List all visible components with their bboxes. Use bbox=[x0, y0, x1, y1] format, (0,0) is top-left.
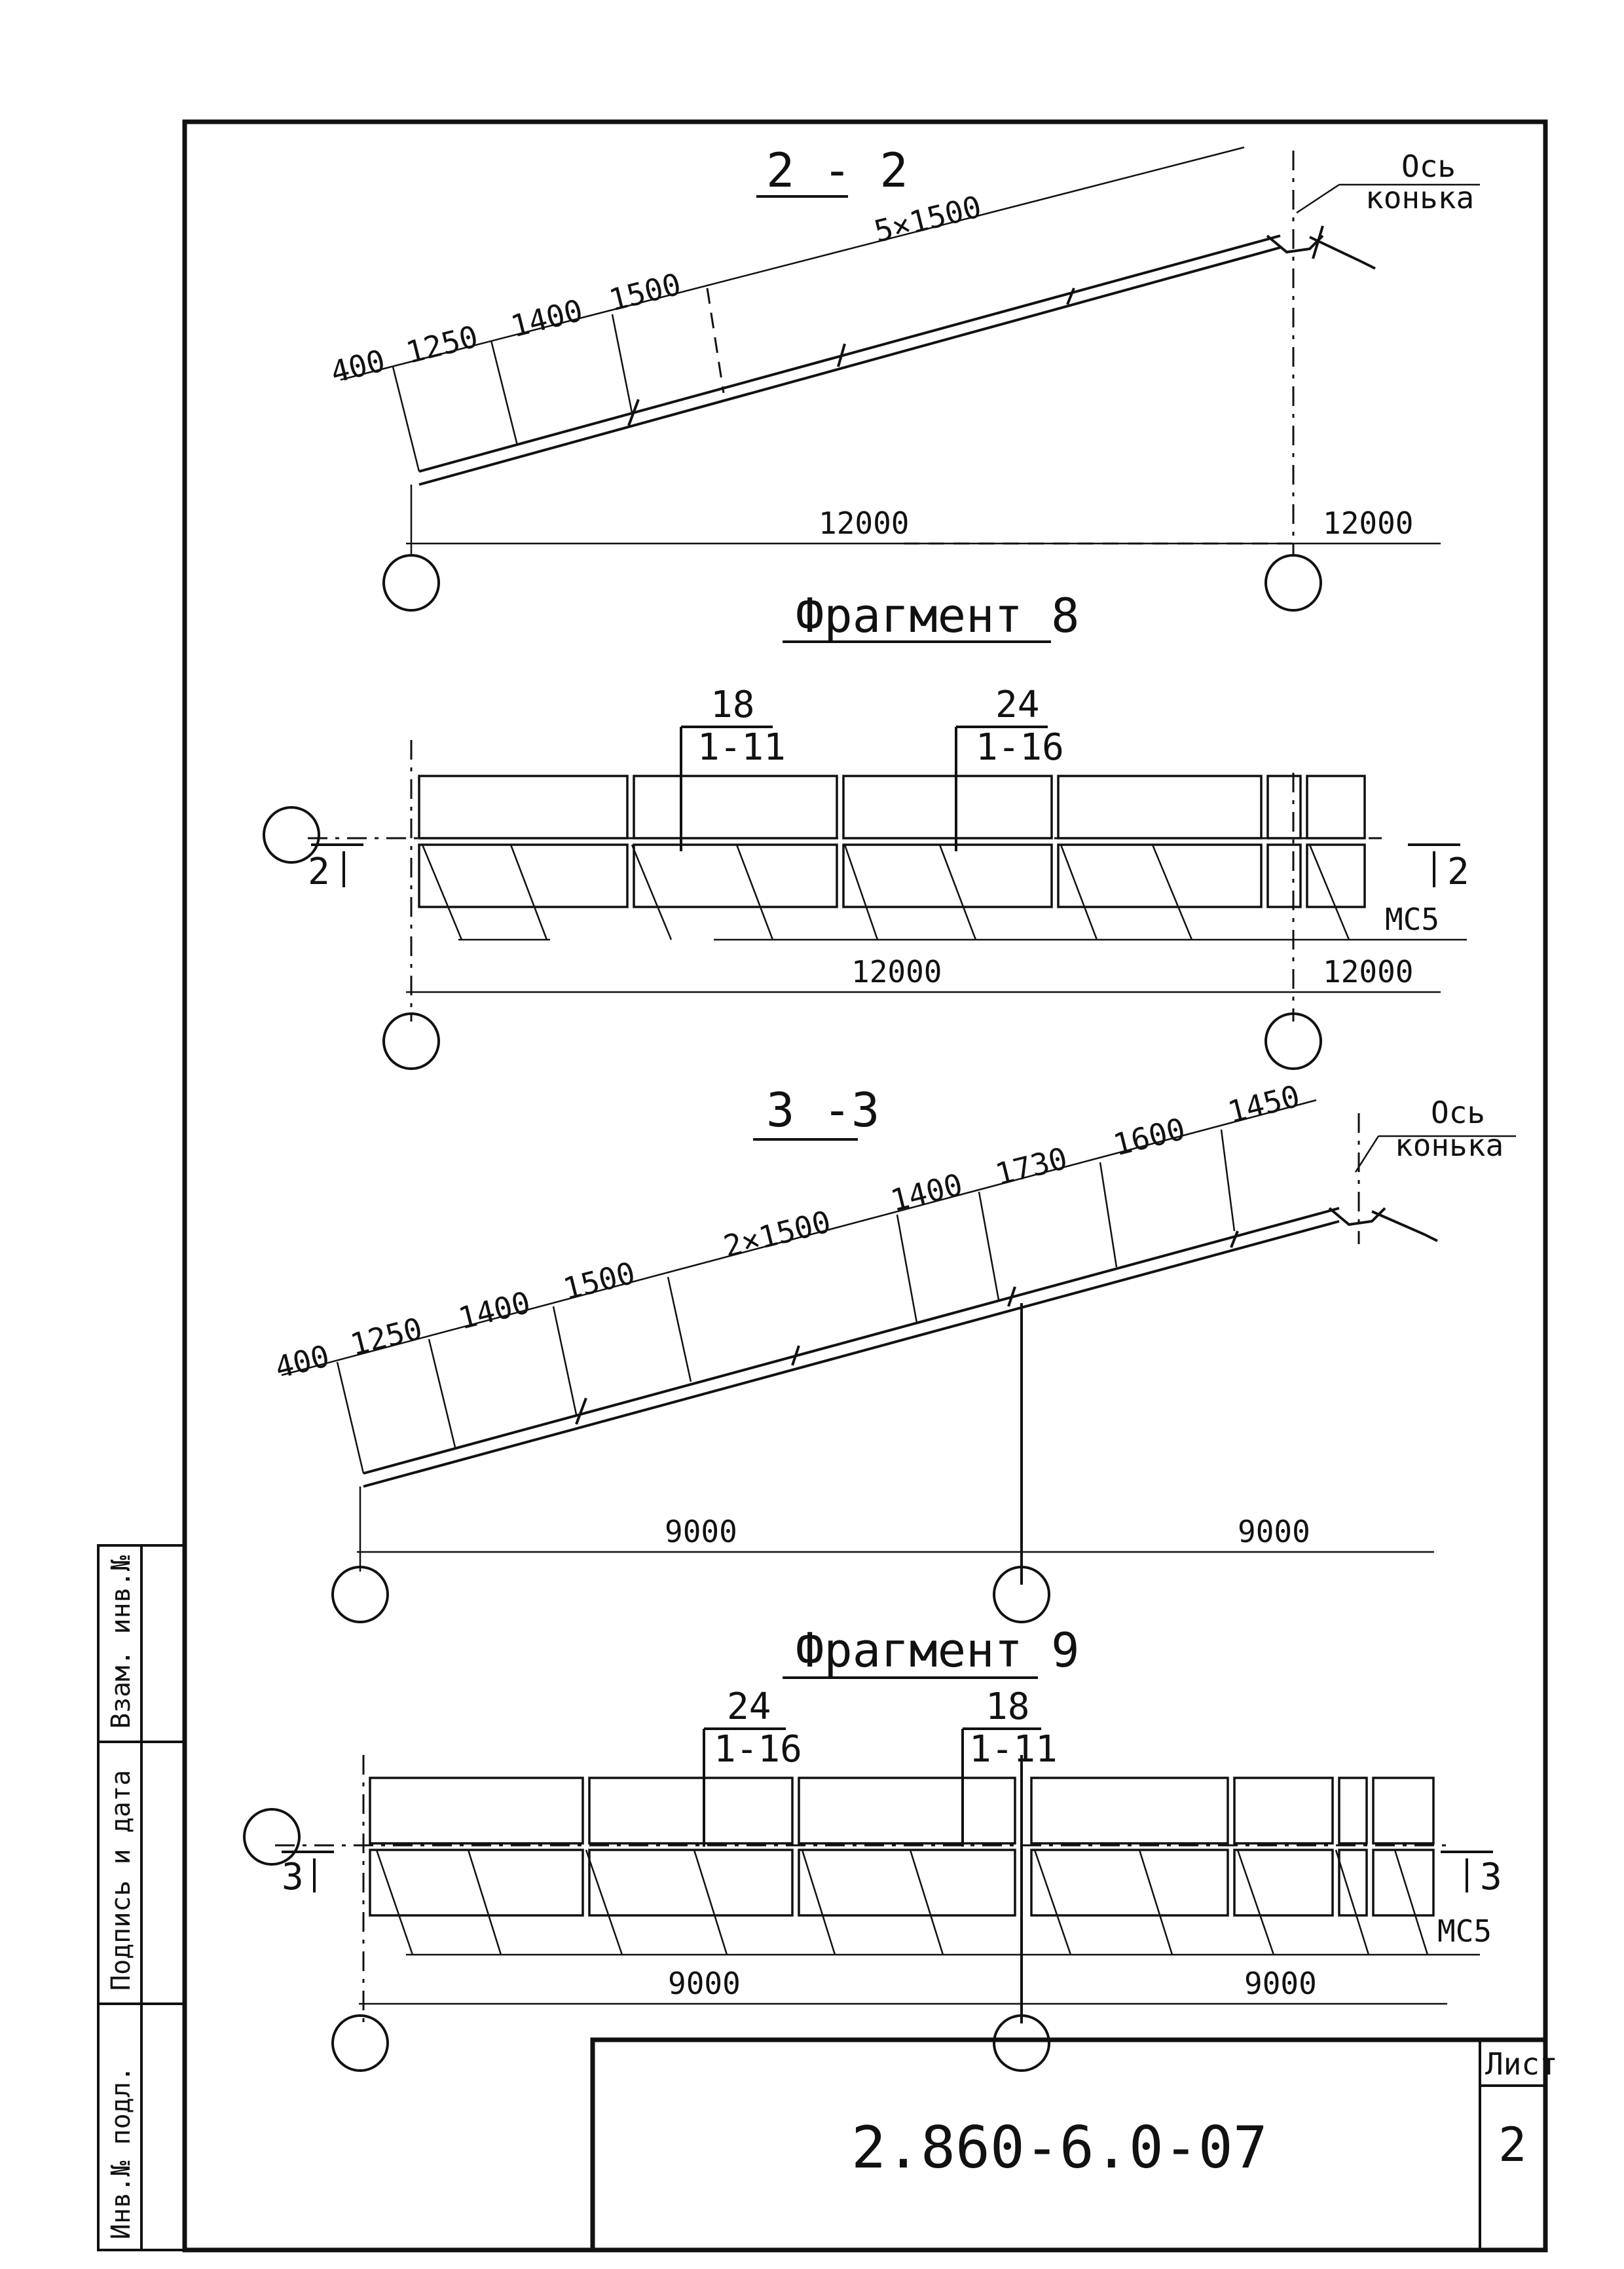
cut-mark-left: 3 bbox=[282, 1856, 304, 1898]
callout-24: 24 bbox=[727, 1686, 771, 1728]
dim-2-2-bottom-left: 12000 bbox=[819, 506, 909, 541]
fragment-9-title: Фрагмент 9 bbox=[796, 1623, 1079, 1678]
stamp-field-replacement: Взам. инв.№ bbox=[106, 1555, 136, 1729]
dim-fr9-left: 9000 bbox=[668, 1966, 741, 2001]
fragment-9: Фрагмент 9 24 1-16 18 1-11 bbox=[243, 1623, 1502, 2072]
title-block: 2.860-6.0-07 Лист 2 bbox=[851, 2046, 1558, 2181]
callout-1-11: 1-11 bbox=[969, 1728, 1058, 1771]
dim-3-3-1730: 1730 bbox=[992, 1140, 1071, 1192]
dim-2-2-1400: 1400 bbox=[507, 292, 587, 344]
drawing-code: 2.860-6.0-07 bbox=[851, 2114, 1268, 2181]
section-3-3-title: 3 -3 bbox=[766, 1082, 879, 1137]
callout-18: 18 bbox=[986, 1686, 1029, 1728]
dim-3-3-1400: 1400 bbox=[455, 1284, 534, 1336]
callout-24: 24 bbox=[995, 684, 1039, 726]
stamp-field-signature: Подпись и дата bbox=[106, 1770, 136, 1991]
dim-2-2-1250: 1250 bbox=[403, 318, 482, 370]
axis-bubble bbox=[1264, 1012, 1322, 1070]
section-2-2-title: 2 - 2 bbox=[766, 143, 908, 198]
mark-mc5: МС5 bbox=[1385, 902, 1439, 937]
ridge-axis-label: Ось bbox=[1401, 149, 1456, 184]
sheet-label: Лист bbox=[1485, 2046, 1558, 2082]
dim-fr8-left: 12000 bbox=[851, 954, 942, 989]
dim-3-3-1400b: 1400 bbox=[887, 1166, 967, 1218]
cut-mark-right: 3 bbox=[1480, 1856, 1502, 1898]
stamp-field-original: Инв.№ подл. bbox=[106, 2066, 136, 2240]
dim-3-3-2x1500: 2×1500 bbox=[720, 1204, 834, 1264]
callout-1-16: 1-16 bbox=[714, 1728, 802, 1771]
sheet-number: 2 bbox=[1498, 2117, 1526, 2172]
ridge-axis-label-2: конька bbox=[1395, 1128, 1504, 1163]
axis-bubble bbox=[331, 2014, 389, 2072]
dim-2-2-bottom-right: 12000 bbox=[1323, 506, 1413, 541]
axis-bubble bbox=[382, 1012, 440, 1070]
section-3-3: 3 -3 Ось конька 400 1250 1400 1500 2×150… bbox=[272, 1078, 1516, 1623]
cut-mark-right: 2 bbox=[1447, 851, 1469, 893]
ridge-axis-label-2: конька bbox=[1365, 180, 1474, 215]
axis-bubble bbox=[1264, 554, 1322, 612]
callout-1-11: 1-11 bbox=[697, 726, 786, 769]
fragment-8: Фрагмент 8 18 1-11 24 1-16 bbox=[263, 588, 1469, 1070]
axis-bubble bbox=[993, 1566, 1050, 1623]
dim-2-2-400: 400 bbox=[327, 342, 389, 390]
dim-3-3-1600: 1600 bbox=[1110, 1111, 1189, 1162]
callout-18: 18 bbox=[710, 684, 754, 726]
sheet-frame bbox=[97, 119, 1548, 2253]
dim-3-3-1500: 1500 bbox=[560, 1255, 639, 1306]
axis-bubble bbox=[382, 554, 440, 612]
dim-3-3-1250: 1250 bbox=[347, 1310, 426, 1362]
dim-3-3-bottom-left: 9000 bbox=[665, 1514, 737, 1549]
axis-bubble bbox=[331, 1566, 389, 1623]
dim-3-3-1450: 1450 bbox=[1225, 1078, 1304, 1130]
axis-bubble bbox=[243, 1808, 301, 1866]
callout-1-16: 1-16 bbox=[976, 726, 1064, 769]
dim-fr8-right: 12000 bbox=[1323, 954, 1413, 989]
dim-2-2-1500: 1500 bbox=[606, 266, 685, 318]
axis-bubble bbox=[993, 2014, 1050, 2072]
section-2-2: 2 - 2 Ось конька 400 1250 1400 1500 5×15… bbox=[327, 143, 1480, 612]
dim-fr9-right: 9000 bbox=[1244, 1966, 1317, 2001]
mark-mc5: МС5 bbox=[1437, 1913, 1492, 1949]
cut-mark-left: 2 bbox=[308, 851, 330, 893]
ridge-axis-label: Ось bbox=[1431, 1095, 1485, 1130]
axis-bubble bbox=[263, 806, 320, 864]
side-stamp: Взам. инв.№ Подпись и дата Инв.№ подл. bbox=[106, 1555, 136, 2240]
fragment-8-title: Фрагмент 8 bbox=[796, 588, 1079, 643]
dim-3-3-bottom-right: 9000 bbox=[1238, 1514, 1310, 1549]
dim-3-3-400: 400 bbox=[272, 1338, 333, 1385]
